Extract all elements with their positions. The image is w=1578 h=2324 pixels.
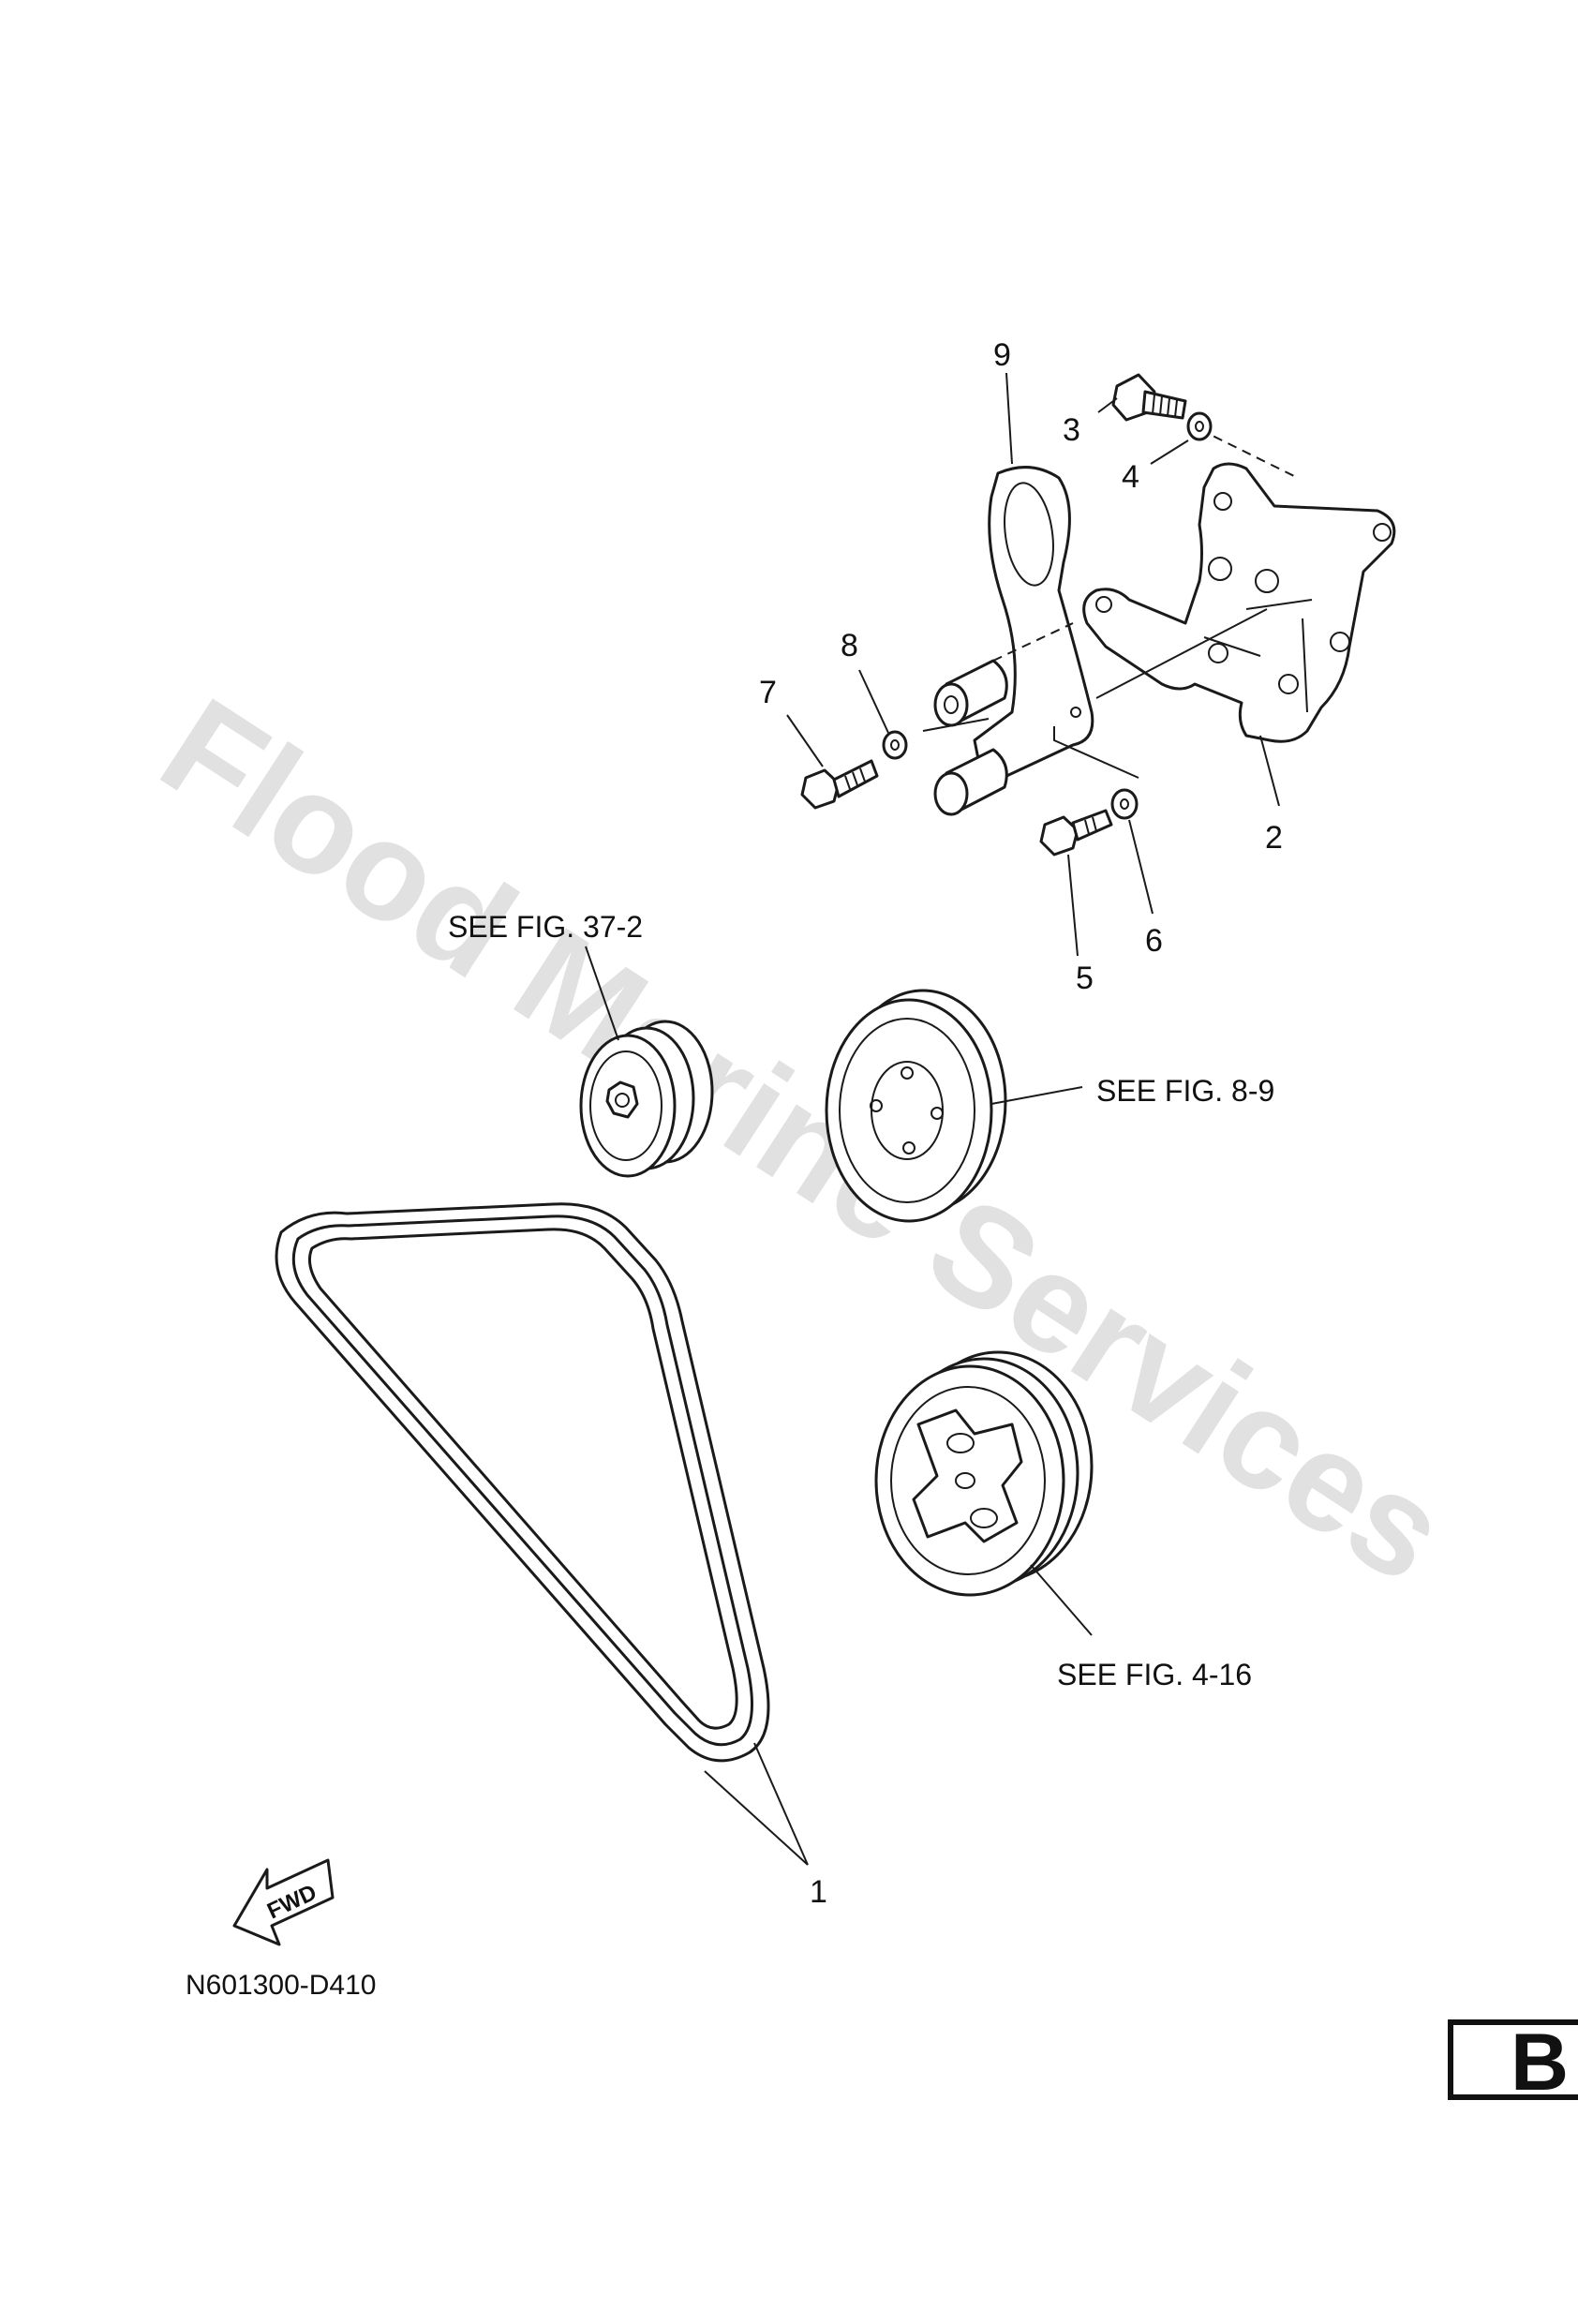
fwd-arrow: FWD	[232, 1858, 335, 1946]
crank-pulley	[874, 1350, 1094, 1597]
callout-4: 4	[1122, 459, 1139, 495]
part-5-bolt	[1039, 809, 1113, 857]
callout-9: 9	[993, 337, 1011, 373]
callout-8: 8	[841, 628, 858, 663]
callout-6: 6	[1145, 923, 1163, 959]
idler-pulley	[579, 1020, 714, 1178]
part-6-washer	[1110, 788, 1139, 820]
watermark-text: Flood Marine Services	[136, 667, 1473, 1612]
callout-2: 2	[1265, 820, 1283, 856]
part-2-main-bracket	[1082, 462, 1396, 743]
spacer-upper	[933, 659, 1008, 727]
drawing-code: N601300-D410	[186, 1970, 376, 2001]
spacer-lower	[933, 748, 1008, 816]
section-box: B	[1448, 2018, 1578, 2108]
ref-fig-4-16: SEE FIG. 4-16	[1057, 1658, 1252, 1691]
leader-lines	[585, 372, 1280, 1866]
part-3-bolt	[1111, 373, 1187, 422]
callout-3: 3	[1063, 412, 1080, 448]
callout-7: 7	[759, 675, 777, 710]
part-4-washer	[1186, 411, 1213, 441]
part-8-washer	[882, 730, 908, 760]
callout-5: 5	[1076, 961, 1094, 996]
part-9-bracket	[973, 466, 1094, 781]
section-letter: B	[1511, 2018, 1569, 2108]
part-7-bolt	[800, 759, 879, 810]
part-1-v-belt	[275, 1202, 770, 1763]
watermark: Flood Marine Services	[136, 667, 1473, 1612]
callout-1: 1	[810, 1874, 827, 1910]
ref-fig-37-2: SEE FIG. 37-2	[448, 910, 643, 944]
alignment-lines	[922, 428, 1299, 779]
ref-fig-8-9: SEE FIG. 8-9	[1096, 1074, 1274, 1108]
